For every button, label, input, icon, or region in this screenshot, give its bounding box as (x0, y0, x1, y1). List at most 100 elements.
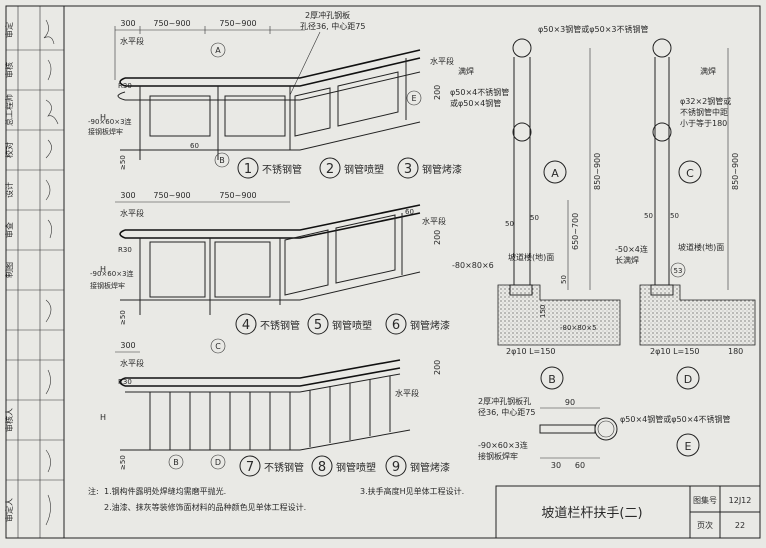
sidebar-role-5: 设计 (4, 182, 14, 198)
label-r30-2: R30 (118, 246, 132, 254)
variant-text-2: 钢管喷塑 (344, 163, 384, 176)
label-plate-2b: 接钢板焊牢 (90, 281, 125, 290)
variant-num-8: 8 (318, 460, 326, 475)
sidebar-role-2: 审核 (4, 62, 14, 78)
sidebar-checker: 审核人 (4, 408, 14, 432)
detail-D-bottom: 2φ10 L=150 (650, 347, 700, 356)
dim-200-3: 200 (433, 360, 442, 375)
dim-H-3: H (100, 413, 106, 422)
detail-C-dim-850: 850~900 (731, 153, 740, 190)
page-value: 22 (735, 521, 745, 530)
sidebar-reviewer: 审定人 (4, 498, 14, 522)
label-plate-2a: -90×60×3连 (90, 269, 134, 278)
detail-A-label: A (551, 167, 559, 180)
detail-B-dim-50: 50 (560, 275, 568, 284)
detail-E-dim-60: 60 (575, 461, 585, 470)
label-plate-1b: 接钢板焊牢 (88, 127, 123, 136)
marker-B-3: B (173, 458, 179, 467)
detail-E-pipe: φ50×4钢管或φ50×4不锈钢管 (620, 414, 731, 424)
detail-C-inner2: 不锈钢管中距 (680, 107, 728, 117)
sidebar-role-7: 制图 (4, 262, 14, 278)
label-level-1: 水平段 (120, 36, 144, 46)
dim-200-2: 200 (433, 230, 442, 245)
left-signature-column: 审定 审核 总工程师 校对 设计 审查 制图 审核人 审定人 (4, 6, 64, 538)
label-level-3: 水平段 (120, 358, 144, 368)
atlas-label: 图集号 (693, 495, 717, 505)
dim-H-2: H (100, 265, 106, 274)
variant-num-1: 1 (244, 162, 252, 177)
detail-E: 2厚冲孔钢板孔 径36, 中心距75 90 φ50×4钢管或φ50×4不锈钢管 … (478, 396, 731, 470)
detail-A-B: φ50×3钢管或φ50×3不锈钢管 满焊 φ50×4不锈钢管 或φ50×4钢管 … (450, 24, 649, 390)
detail-C-D: 满焊 φ32×2钢管或 不锈钢管中距 小于等于180 C 850~900 50 … (615, 38, 756, 390)
dim-300: 300 (120, 19, 135, 28)
detail-A-pipe-top: φ50×3钢管或φ50×3不锈钢管 (538, 24, 649, 34)
elevation-view-2: 300 750~900 750~900 水平段 -90×60×3连 接钢板焊牢 … (90, 191, 450, 335)
detail-E-dim-90: 90 (565, 398, 575, 407)
page-label: 页次 (697, 520, 713, 530)
sidebar-role-3: 总工程师 (4, 94, 14, 126)
detail-E-mesh1: 2厚冲孔钢板孔 (478, 396, 531, 406)
label-plate-1a: -90×60×3连 (88, 117, 132, 126)
view1-variants: 1 不锈钢管 2 钢管喷塑 3 钢管烤漆 (237, 157, 462, 179)
variant-text-5: 钢管喷塑 (332, 319, 372, 332)
detail-C-weld: 满焊 (700, 66, 716, 76)
marker-B-1: B (219, 156, 225, 165)
dim-750-900-a: 750~900 (153, 19, 190, 28)
marker-E-1: E (411, 94, 416, 103)
variant-num-9: 9 (392, 460, 400, 475)
dim-60-2: 60 (405, 208, 414, 216)
detail-A-ramp: 坡道楼(地)面 (508, 252, 554, 262)
variant-text-4: 不锈钢管 (260, 319, 300, 332)
elevation-view-1: 300 750~900 750~900 水平段 R30 -90×60×3连 接钢… (88, 10, 462, 179)
detail-A-dim-650: 650~700 (571, 213, 580, 250)
detail-C-plate2: 长满焊 (615, 255, 639, 265)
dim-300-3: 300 (120, 341, 135, 350)
dim-300-2: 300 (120, 191, 135, 200)
marker-D: D (215, 458, 221, 467)
detail-A-dim-850: 850~900 (593, 153, 602, 190)
variant-num-3: 3 (404, 162, 412, 177)
detail-C-ramp: 坡道楼(地)面 (678, 242, 724, 252)
variant-text-3: 钢管烤漆 (422, 163, 462, 176)
detail-A-lower1: φ50×4不锈钢管 (450, 87, 509, 97)
note-2: 2.油漆、抹灰等装修饰面材料的品种颜色见单体工程设计. (104, 502, 306, 512)
detail-A-lower2: 或φ50×4钢管 (450, 98, 501, 108)
detail-C-dim-50b: 50 (670, 212, 679, 220)
detail-E-label: E (685, 440, 692, 453)
detail-B-plate: -80×80×5 (560, 324, 597, 332)
atlas-value: 12J12 (729, 496, 752, 505)
detail-C-inner3: 小于等于180 (680, 118, 727, 128)
variant-num-5: 5 (314, 318, 322, 333)
detail-A-plate: -80×80×6 (452, 261, 494, 270)
detail-D-label: D (684, 373, 692, 386)
dim-200-1: 200 (433, 85, 442, 100)
label-r30-3: R30 (118, 378, 132, 386)
elevation-view-3: 300 水平段 R30 H 水平段 200 ≥50 C D B 7 不锈钢管 (100, 338, 450, 477)
detail-E-plate2: 接钢板焊牢 (478, 451, 518, 461)
variant-num-7: 7 (246, 460, 254, 475)
detail-E-dim-30: 30 (551, 461, 561, 470)
detail-C-label: C (686, 167, 694, 180)
label-level-3r: 水平段 (395, 388, 419, 398)
variant-text-6: 钢管烤漆 (410, 319, 450, 332)
label-level-2r: 水平段 (422, 216, 446, 226)
detail-D-dim-180: 180 (728, 347, 743, 356)
notes: 注: 1.钢构件露明处焊缝均需磨平抛光. 2.油漆、抹灰等装修饰面材料的品种颜色… (88, 486, 464, 512)
label-mesh-2: 孔径36, 中心距75 (300, 21, 365, 31)
dim-50-1: ≥50 (119, 155, 127, 170)
signature-marks (43, 19, 59, 526)
label-level-1r: 水平段 (430, 56, 454, 66)
sidebar-role-4: 校对 (4, 142, 14, 158)
detail-A-dim-50b: 50 (530, 214, 539, 222)
note-3: 3.扶手高度H见单体工程设计. (360, 486, 464, 496)
variant-text-1: 不锈钢管 (262, 163, 302, 176)
dim-750-900-2a: 750~900 (153, 191, 190, 200)
variant-text-8: 钢管喷塑 (336, 461, 376, 474)
sheet-title: 坡道栏杆扶手(二) (541, 506, 642, 521)
marker-A-1: A (215, 46, 221, 55)
sheet-frame (5, 5, 761, 539)
dim-50-3: ≥50 (119, 455, 127, 470)
variant-text-9: 钢管烤漆 (410, 461, 450, 474)
variant-num-2: 2 (326, 162, 334, 177)
detail-E-mesh2: 径36, 中心距75 (478, 407, 535, 417)
